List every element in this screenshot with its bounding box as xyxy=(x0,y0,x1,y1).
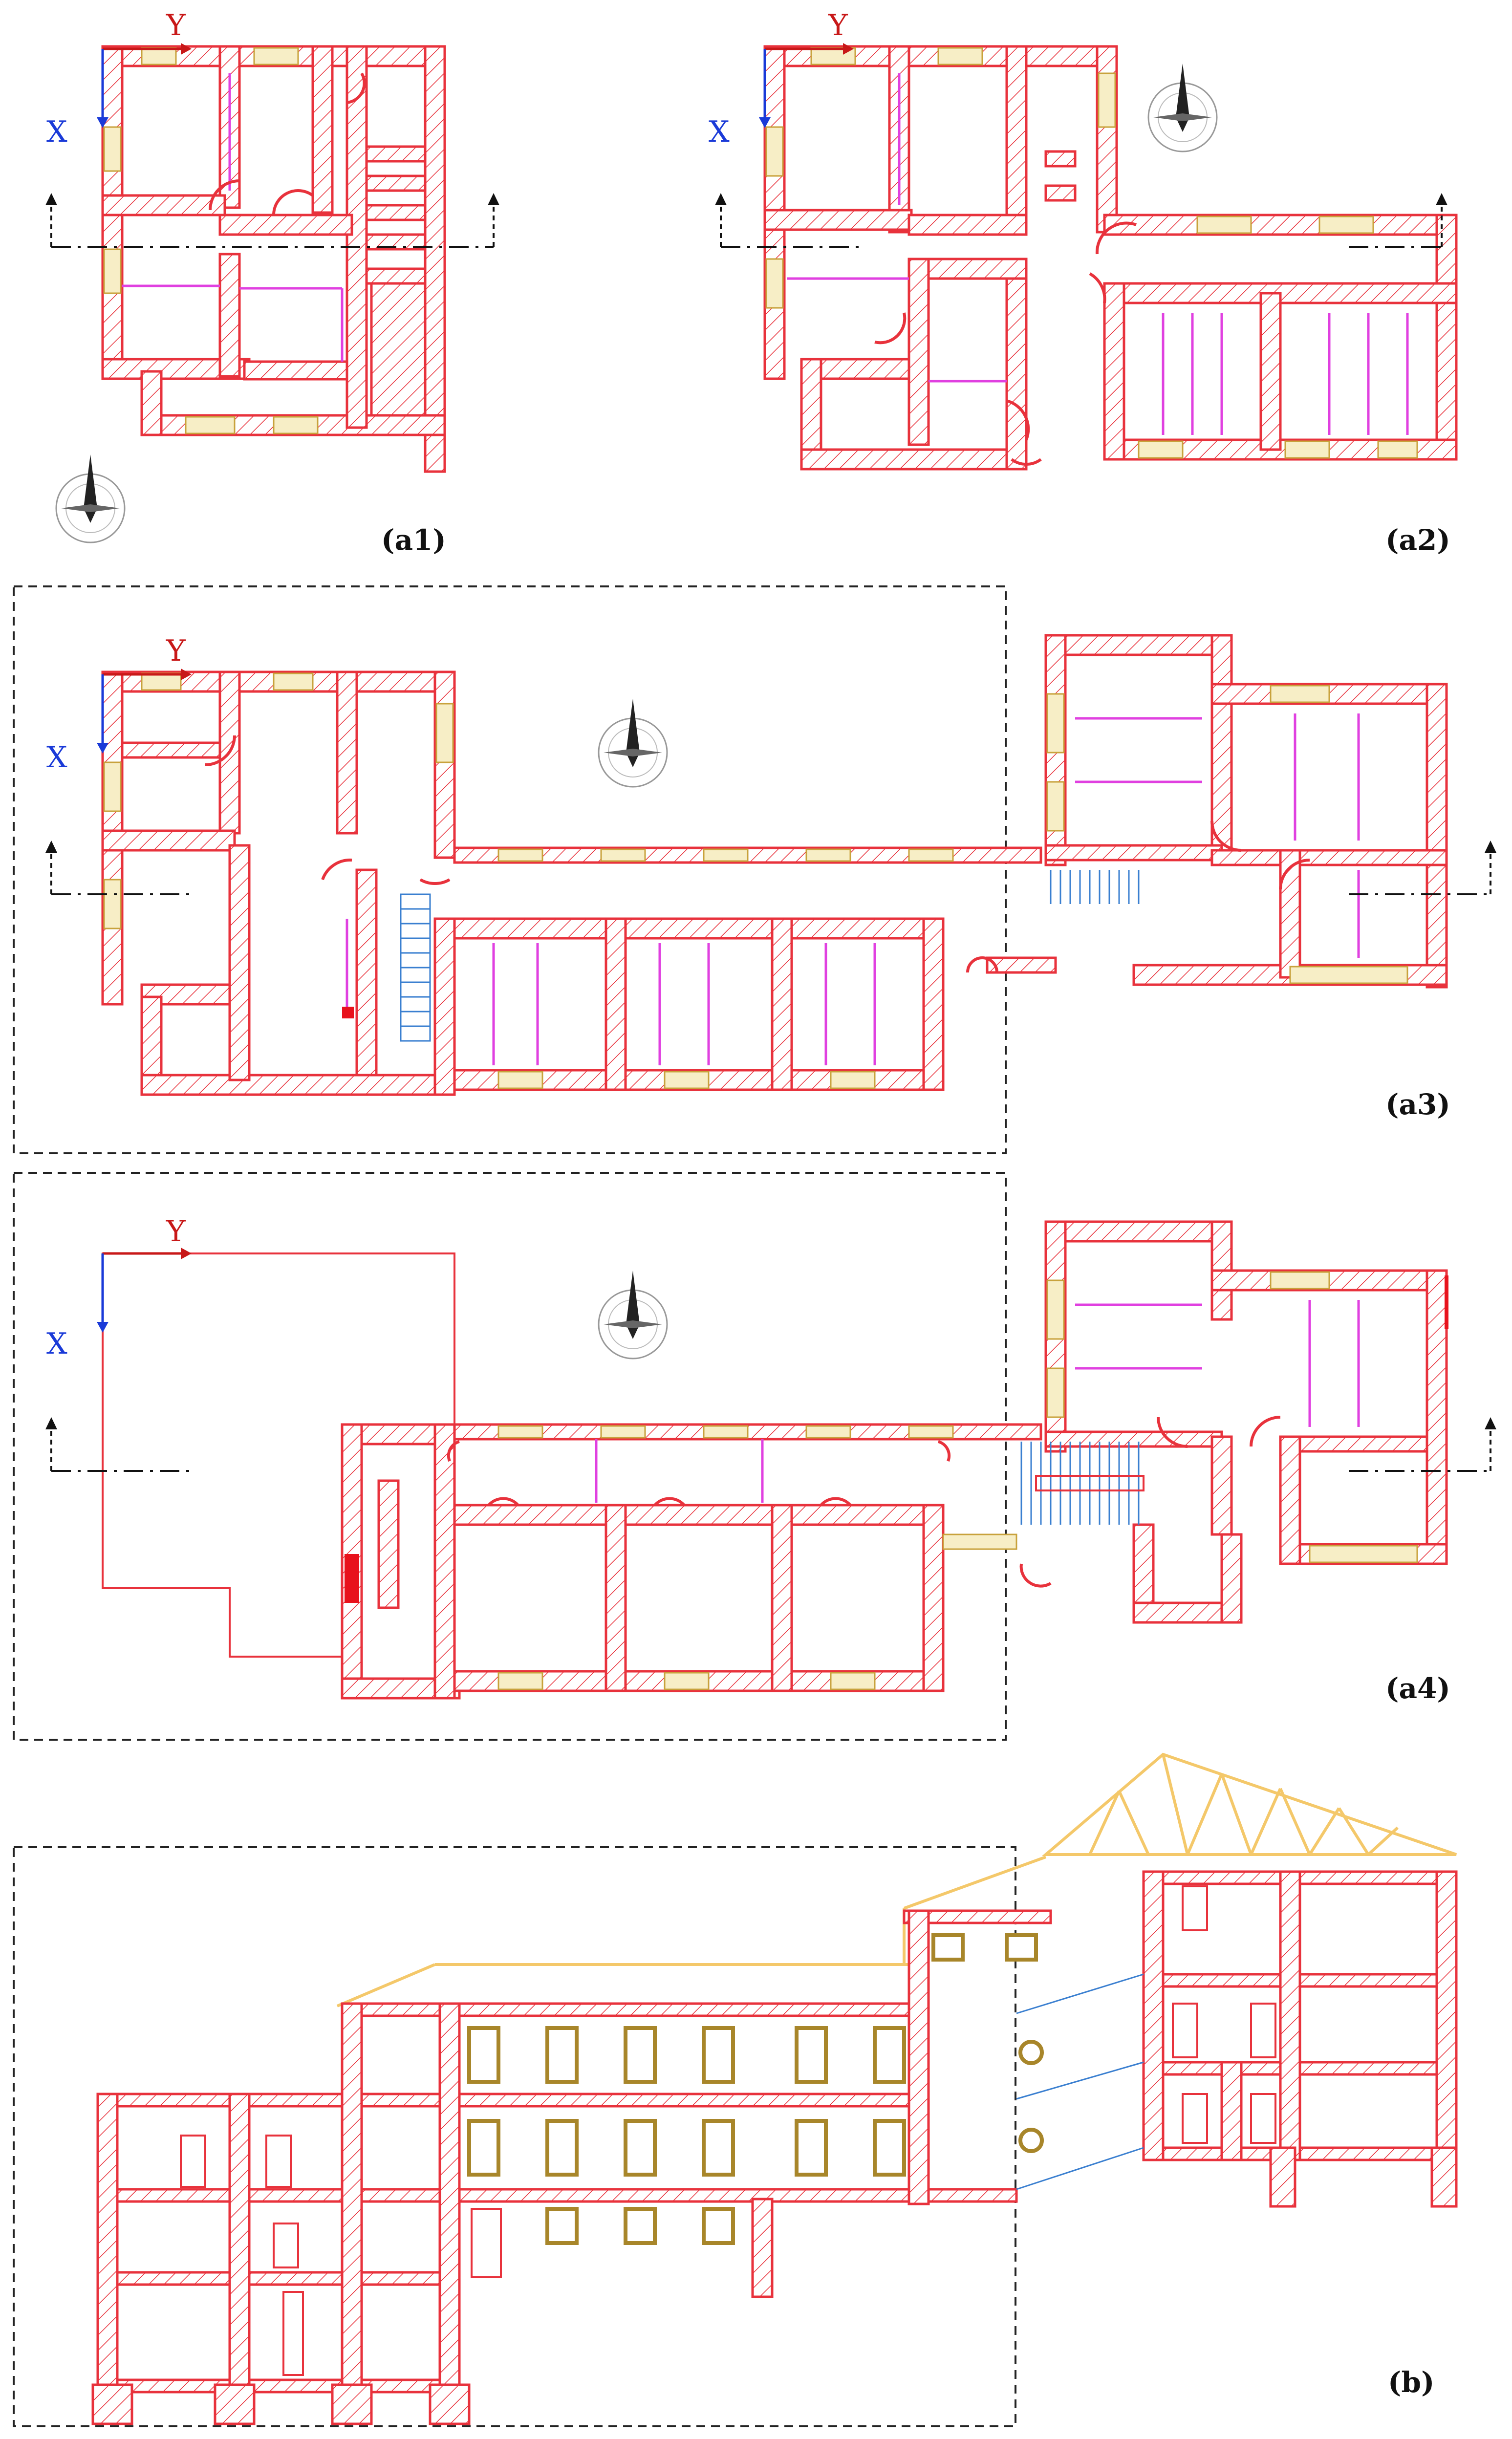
y-axis-label: Y xyxy=(828,8,848,43)
section-arrow-icon xyxy=(45,1417,57,1429)
caption-b: (b) xyxy=(1388,2366,1434,2399)
section-arrow-icon xyxy=(1485,841,1496,853)
north-compass-icon xyxy=(598,1271,668,1360)
section-arrow-icon xyxy=(45,841,57,853)
y-axis-label: Y xyxy=(166,8,186,43)
y-axis-label: Y xyxy=(166,1214,186,1249)
panel-a4-floor-plan: Y X (a4) xyxy=(13,1172,1496,1741)
stair xyxy=(400,893,431,1042)
x-axis-label: X xyxy=(46,740,67,775)
section-arrow-icon xyxy=(488,193,499,205)
section-arrow-icon xyxy=(1485,1417,1496,1429)
y-axis-label: Y xyxy=(166,634,186,668)
panel-a2-floor-plan: Y X (a2) xyxy=(709,8,1458,557)
caption-a4: (a4) xyxy=(1385,1672,1450,1705)
stair xyxy=(1020,1442,1145,1525)
x-axis-label: X xyxy=(46,115,67,149)
north-compass-icon xyxy=(1147,64,1218,152)
roof-truss xyxy=(336,1752,1457,2007)
caption-a3: (a3) xyxy=(1385,1088,1450,1121)
north-compass-icon xyxy=(598,699,668,788)
caption-a1: (a1) xyxy=(381,523,446,557)
x-axis-label: X xyxy=(46,1327,67,1361)
caption-a2: (a2) xyxy=(1385,523,1450,557)
north-compass-icon xyxy=(55,454,126,543)
section-arrow-icon xyxy=(45,193,57,205)
x-axis-label: X xyxy=(709,115,730,149)
panel-a3-floor-plan: Y X (a3) xyxy=(13,585,1496,1154)
panel-a1-floor-plan: Y X (a1) xyxy=(45,8,499,557)
panel-b-section: (b) xyxy=(13,1752,1458,2427)
section-arrow-icon xyxy=(1436,193,1447,205)
stair xyxy=(1050,870,1140,904)
section-arrow-icon xyxy=(715,193,727,205)
